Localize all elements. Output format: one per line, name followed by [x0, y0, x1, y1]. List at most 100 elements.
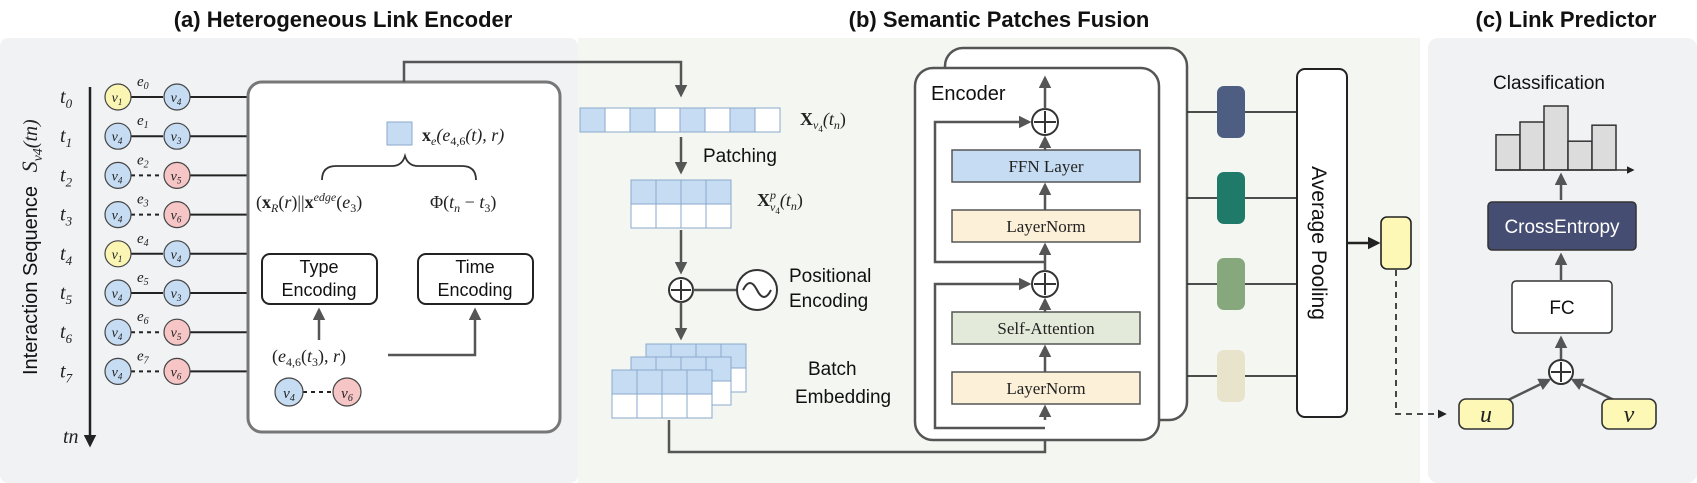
self-attention-box: [951, 311, 1141, 345]
sinusoid-wave: [742, 282, 772, 298]
patch-cell: [686, 369, 713, 395]
edge-label: e7: [137, 348, 150, 366]
edge-label: e6: [137, 309, 149, 327]
source-node-label: v4: [112, 326, 123, 342]
patch-cell: [680, 179, 707, 205]
cross-entropy-box: [1487, 201, 1637, 251]
source-node: [104, 83, 132, 111]
target-node-label: v4: [171, 248, 182, 264]
patch-cell: [705, 179, 732, 205]
target-node: [163, 161, 191, 189]
sequence-token: [704, 107, 731, 133]
v-node: [1601, 398, 1657, 430]
target-node-label: v4: [171, 91, 182, 107]
type-encoding-line1: Type: [299, 257, 338, 277]
batch-line1: Batch: [808, 359, 857, 380]
interaction-row: v4 v5 e2: [104, 152, 248, 189]
source-node-label: v4: [112, 169, 123, 185]
source-node: [104, 279, 132, 307]
bottom-node-dst-label: v6: [341, 386, 353, 404]
average-pooling-label: Average Pooling: [1307, 166, 1330, 320]
positional-add-plus: [671, 280, 691, 300]
target-node-label: v3: [171, 287, 182, 303]
section-c-title: (c) Link Predictor: [1476, 7, 1657, 32]
svg-text:Interaction Sequence Sv4: Interaction Sequence Sv4(tn): [17, 119, 46, 375]
interaction-row: v4 v6 e3: [104, 192, 248, 229]
source-node: [104, 318, 132, 346]
target-node-label: v5: [171, 169, 182, 185]
source-node-label: v4: [112, 365, 123, 381]
source-node-label: v4: [112, 287, 123, 303]
source-node: [104, 161, 132, 189]
target-node: [163, 279, 191, 307]
patch-cell: [611, 393, 638, 419]
edge-label: e3: [137, 192, 149, 210]
u-to-add-arrow: [1505, 378, 1552, 403]
sequence-token: [679, 107, 706, 133]
edge-label: e2: [137, 152, 149, 170]
output-token: [1217, 258, 1245, 310]
source-node-label: v1: [112, 91, 123, 107]
cross-entropy-label: CrossEntropy: [1504, 217, 1620, 238]
histogram-bar: [1519, 121, 1545, 171]
edge-feature-cell: [386, 121, 413, 146]
sequence-token: [579, 107, 606, 133]
encoder-title: Encoder: [931, 83, 1006, 105]
target-node-label: v5: [171, 326, 182, 342]
sequence-token: [629, 107, 656, 133]
time-encoding-line1: Time: [455, 257, 494, 277]
positional-line1: Positional: [789, 266, 871, 287]
timestep-label: t2: [60, 164, 73, 189]
time-encoding-box: [417, 253, 534, 305]
u-node: [1458, 398, 1514, 430]
output-token: [1217, 86, 1245, 138]
target-node: [163, 357, 191, 385]
patch-grid: [630, 179, 732, 229]
sequence-token: [729, 107, 756, 133]
type-encoding-line2: Encoding: [281, 280, 356, 300]
patching-label: Patching: [703, 146, 777, 167]
bottom-node-src: [274, 377, 304, 407]
batch-line2: Embedding: [795, 387, 891, 408]
patch-cell: [661, 369, 688, 395]
v-label: v: [1624, 402, 1635, 428]
v-to-add-arrow: [1570, 378, 1617, 403]
encoder-to-sequence-arrow: [402, 60, 688, 98]
timestep-label: t3: [60, 204, 73, 229]
pooled-to-predictor-dashed: [1395, 270, 1447, 419]
pooled-token: [1380, 216, 1412, 270]
sequence-axis-label: Interaction Sequence Sv4(tn): [17, 119, 46, 375]
classification-histogram: [1495, 105, 1617, 171]
batch-layer: [611, 369, 713, 419]
residual-add-top-plus: [1034, 111, 1056, 133]
target-node: [163, 318, 191, 346]
edge-label: e1: [137, 113, 149, 131]
target-node: [163, 83, 191, 111]
source-node: [104, 357, 132, 385]
patch-cell: [661, 393, 688, 419]
patch-cell: [655, 203, 682, 229]
timestep-label: t5: [60, 282, 73, 307]
source-node-label: v1: [112, 248, 123, 264]
classification-label: Classification: [1493, 73, 1605, 94]
arrow-to-time: [388, 307, 482, 357]
source-node-label: v4: [112, 209, 123, 225]
ffn-layer-box: [951, 149, 1141, 183]
layernorm-top-label: LayerNorm: [1006, 217, 1085, 236]
axis-end-label: tn: [63, 426, 79, 448]
source-node-label: v4: [112, 130, 123, 146]
histogram-bar: [1495, 134, 1521, 171]
concat-brace: [321, 152, 477, 181]
bottom-node-src-label: v4: [283, 386, 295, 404]
time-encoding-line2: Encoding: [437, 280, 512, 300]
positional-line2: Encoding: [789, 291, 868, 312]
target-node-label: v6: [171, 209, 182, 225]
interaction-row: v4 v5 e6: [104, 309, 248, 346]
sequence-token: [754, 107, 781, 133]
sequence-token: [654, 107, 681, 133]
